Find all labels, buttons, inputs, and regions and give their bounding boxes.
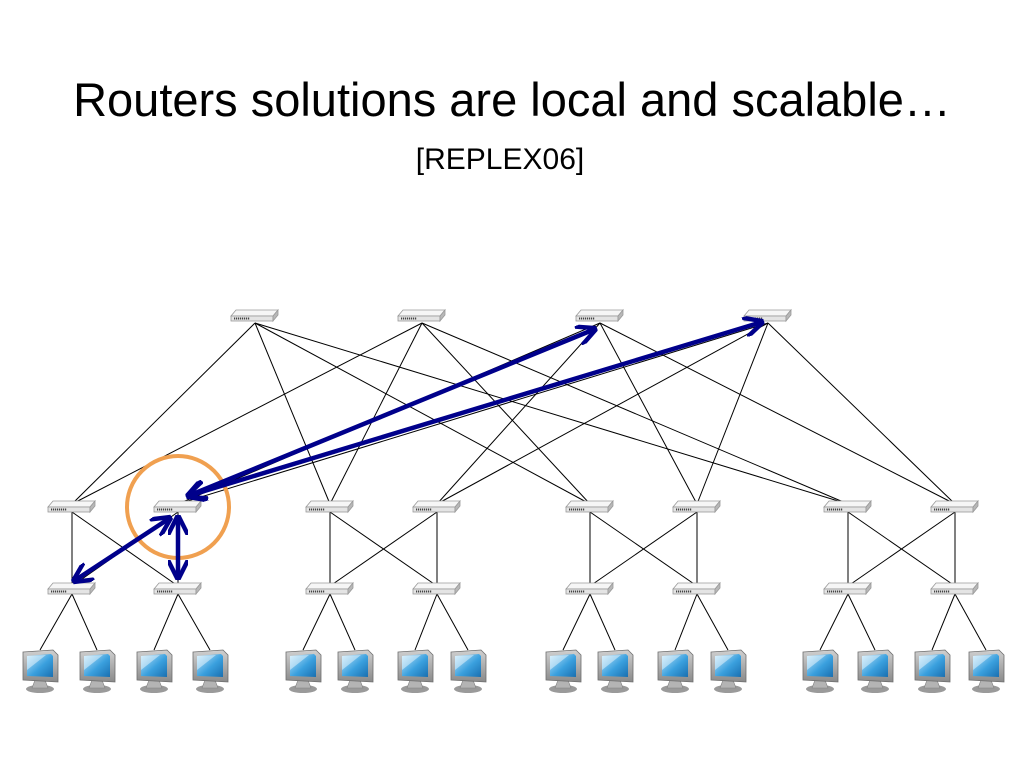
aggregation-switch-7 bbox=[823, 499, 872, 514]
agg-edge-link bbox=[847, 511, 956, 587]
edge-host-link bbox=[414, 593, 438, 651]
aggregation-switch-5 bbox=[565, 499, 614, 514]
agg-edge-link bbox=[329, 511, 438, 587]
edge-host-link bbox=[931, 593, 956, 651]
host-computer-10 bbox=[597, 649, 634, 693]
core-agg-link bbox=[767, 322, 956, 505]
host-computer-11 bbox=[657, 649, 694, 693]
edge-host-link bbox=[436, 593, 469, 651]
edge-host-link bbox=[71, 593, 98, 651]
edge-switch-1 bbox=[47, 581, 96, 596]
edge-host-link bbox=[153, 593, 179, 651]
edge-host-link bbox=[819, 593, 849, 651]
host-computer-8 bbox=[450, 649, 487, 693]
host-computer-13 bbox=[802, 649, 839, 693]
edge-switch-8 bbox=[930, 581, 979, 596]
core-agg-link bbox=[421, 322, 591, 505]
host-computer-6 bbox=[337, 649, 374, 693]
core-agg-link bbox=[71, 322, 256, 505]
agg-edge-link bbox=[589, 511, 698, 587]
edge-host-link bbox=[562, 593, 591, 651]
host-computer-16 bbox=[968, 649, 1005, 693]
edge-switch-3 bbox=[305, 581, 354, 596]
host-computer-1 bbox=[22, 649, 59, 693]
host-computer-9 bbox=[545, 649, 582, 693]
aggregation-switch-8 bbox=[930, 499, 979, 514]
edge-switch-6 bbox=[672, 581, 721, 596]
aggregation-switch-3 bbox=[305, 499, 354, 514]
highlighted-routes bbox=[74, 322, 762, 581]
edge-switch-4 bbox=[412, 581, 461, 596]
core-switch-2 bbox=[397, 308, 446, 323]
edge-host-link bbox=[696, 593, 729, 651]
core-agg-link bbox=[599, 322, 956, 505]
slide-subtitle: [REPLEX06] bbox=[415, 143, 585, 176]
host-computer-2 bbox=[79, 649, 116, 693]
host-computer-14 bbox=[857, 649, 894, 693]
aggregation-switch-4 bbox=[412, 499, 461, 514]
core-switch-4 bbox=[743, 308, 792, 323]
aggregation-switch-1 bbox=[47, 499, 96, 514]
edge-switch-2 bbox=[153, 581, 202, 596]
edge-host-link bbox=[847, 593, 876, 651]
aggregation-switch-6 bbox=[672, 499, 721, 514]
aggregation-switch-2 bbox=[153, 499, 202, 514]
edge-host-link bbox=[177, 593, 211, 651]
edge-host-link bbox=[329, 593, 356, 651]
network-links bbox=[39, 322, 987, 651]
route-arrow-to-core-4 bbox=[188, 322, 762, 496]
edge-host-link bbox=[954, 593, 987, 651]
host-computer-12 bbox=[710, 649, 747, 693]
slide-title: Routers solutions are local and scalable… bbox=[73, 73, 951, 126]
edge-host-link bbox=[589, 593, 616, 651]
network-nodes bbox=[22, 308, 1005, 693]
edge-host-link bbox=[39, 593, 73, 651]
host-computer-4 bbox=[192, 649, 229, 693]
edge-host-link bbox=[674, 593, 698, 651]
core-switch-1 bbox=[230, 308, 279, 323]
route-arrow-to-edge-1 bbox=[74, 518, 170, 581]
edge-switch-5 bbox=[565, 581, 614, 596]
core-switch-3 bbox=[575, 308, 624, 323]
host-computer-15 bbox=[914, 649, 951, 693]
host-computer-5 bbox=[285, 649, 322, 693]
host-computer-7 bbox=[397, 649, 434, 693]
edge-switch-7 bbox=[823, 581, 872, 596]
host-computer-3 bbox=[136, 649, 173, 693]
edge-host-link bbox=[302, 593, 331, 651]
core-agg-link bbox=[599, 322, 698, 505]
